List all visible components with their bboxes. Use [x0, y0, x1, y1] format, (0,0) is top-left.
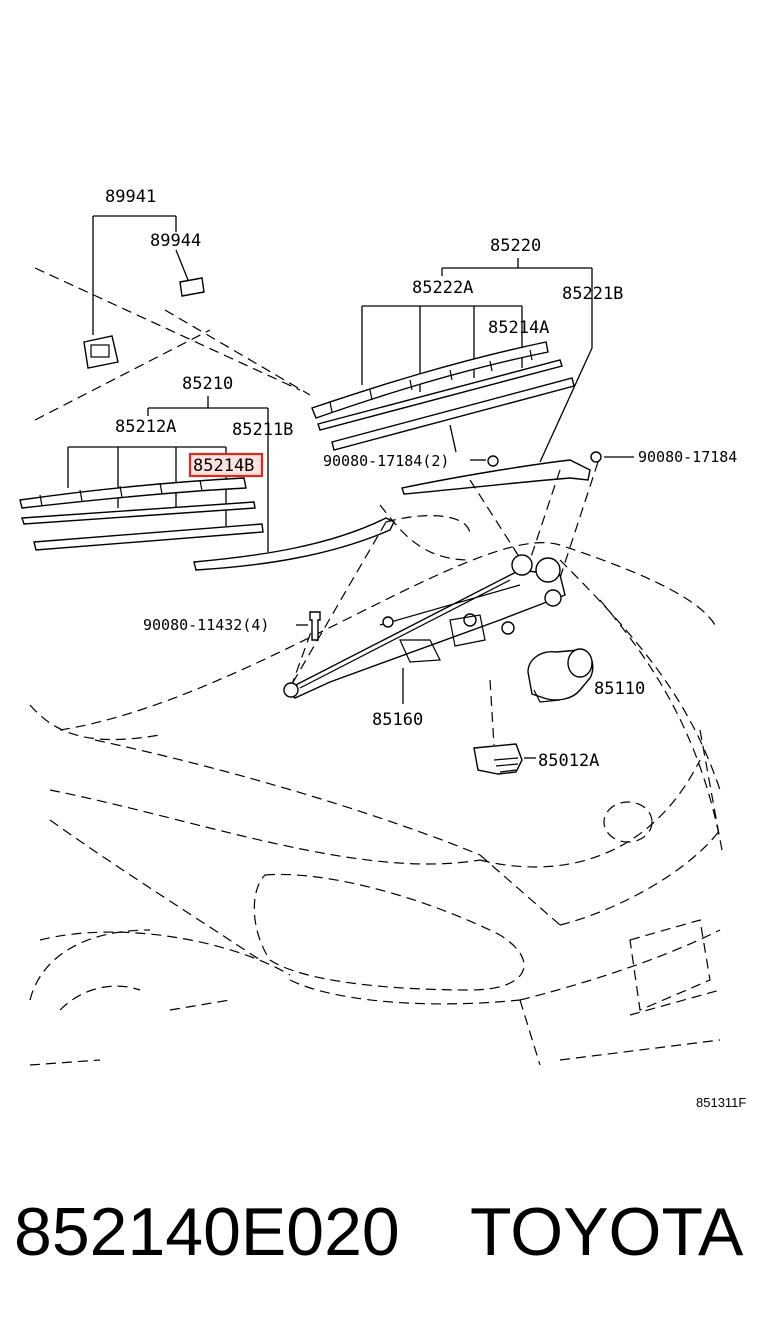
bolt-90080-11432-4 [309, 611, 321, 641]
label-90080-17184-2[interactable]: 90080-17184(2) [323, 452, 449, 470]
label-85110[interactable]: 85110 [594, 679, 645, 699]
linkage-group: 90080-11432(4) 85160 85110 85012A [143, 461, 645, 775]
blade-rubber-85214B [21, 501, 256, 525]
label-89941[interactable]: 89941 [105, 187, 156, 207]
highlight-box-85214B [188, 452, 264, 478]
label-85222A[interactable]: 85222A [412, 278, 473, 298]
wiper-arm-85221B [401, 459, 591, 495]
wiper-blade-85212A [19, 477, 247, 509]
footer-part-number: 852140E020 [14, 1194, 400, 1270]
blade-strip-left [33, 523, 264, 551]
label-85212A[interactable]: 85212A [115, 417, 176, 437]
wiper-link-85160 [284, 569, 566, 699]
blade-rubber-85214A [317, 359, 563, 431]
label-85160[interactable]: 85160 [372, 710, 423, 730]
label-85221B[interactable]: 85221B [562, 284, 623, 304]
label-85214A[interactable]: 85214A [488, 318, 549, 338]
wiper-blade-85222A [311, 341, 549, 419]
footer-brand: TOYOTA [470, 1194, 744, 1270]
diagram-code: 851311F [696, 1095, 746, 1110]
label-85211B[interactable]: 85211B [232, 420, 293, 440]
connector-85012A [473, 743, 523, 775]
label-90080-17184[interactable]: 90080-17184 [638, 448, 737, 466]
label-85210[interactable]: 85210 [182, 374, 233, 394]
label-89944[interactable]: 89944 [150, 231, 201, 251]
left-wiper-group: 85210 85212A 85211B 85214B [19, 374, 395, 571]
car-body-outline [29, 267, 723, 1066]
nut-90080-17184-2 [487, 455, 499, 467]
label-85220[interactable]: 85220 [490, 236, 541, 256]
sensor-89941 [83, 335, 119, 369]
label-90080-11432-4[interactable]: 90080-11432(4) [143, 616, 269, 634]
part-89941-group: 89941 89944 [83, 187, 205, 369]
wiper-arm-85211B [193, 517, 395, 571]
nut-90080-17184 [590, 451, 602, 463]
sensor-cover-89944 [179, 277, 205, 297]
right-wiper-group: 85220 85222A 85221B 85214A 90080-17184(2… [311, 236, 737, 495]
label-85012A[interactable]: 85012A [538, 751, 599, 771]
label-85214B[interactable]: 85214B [193, 456, 254, 476]
